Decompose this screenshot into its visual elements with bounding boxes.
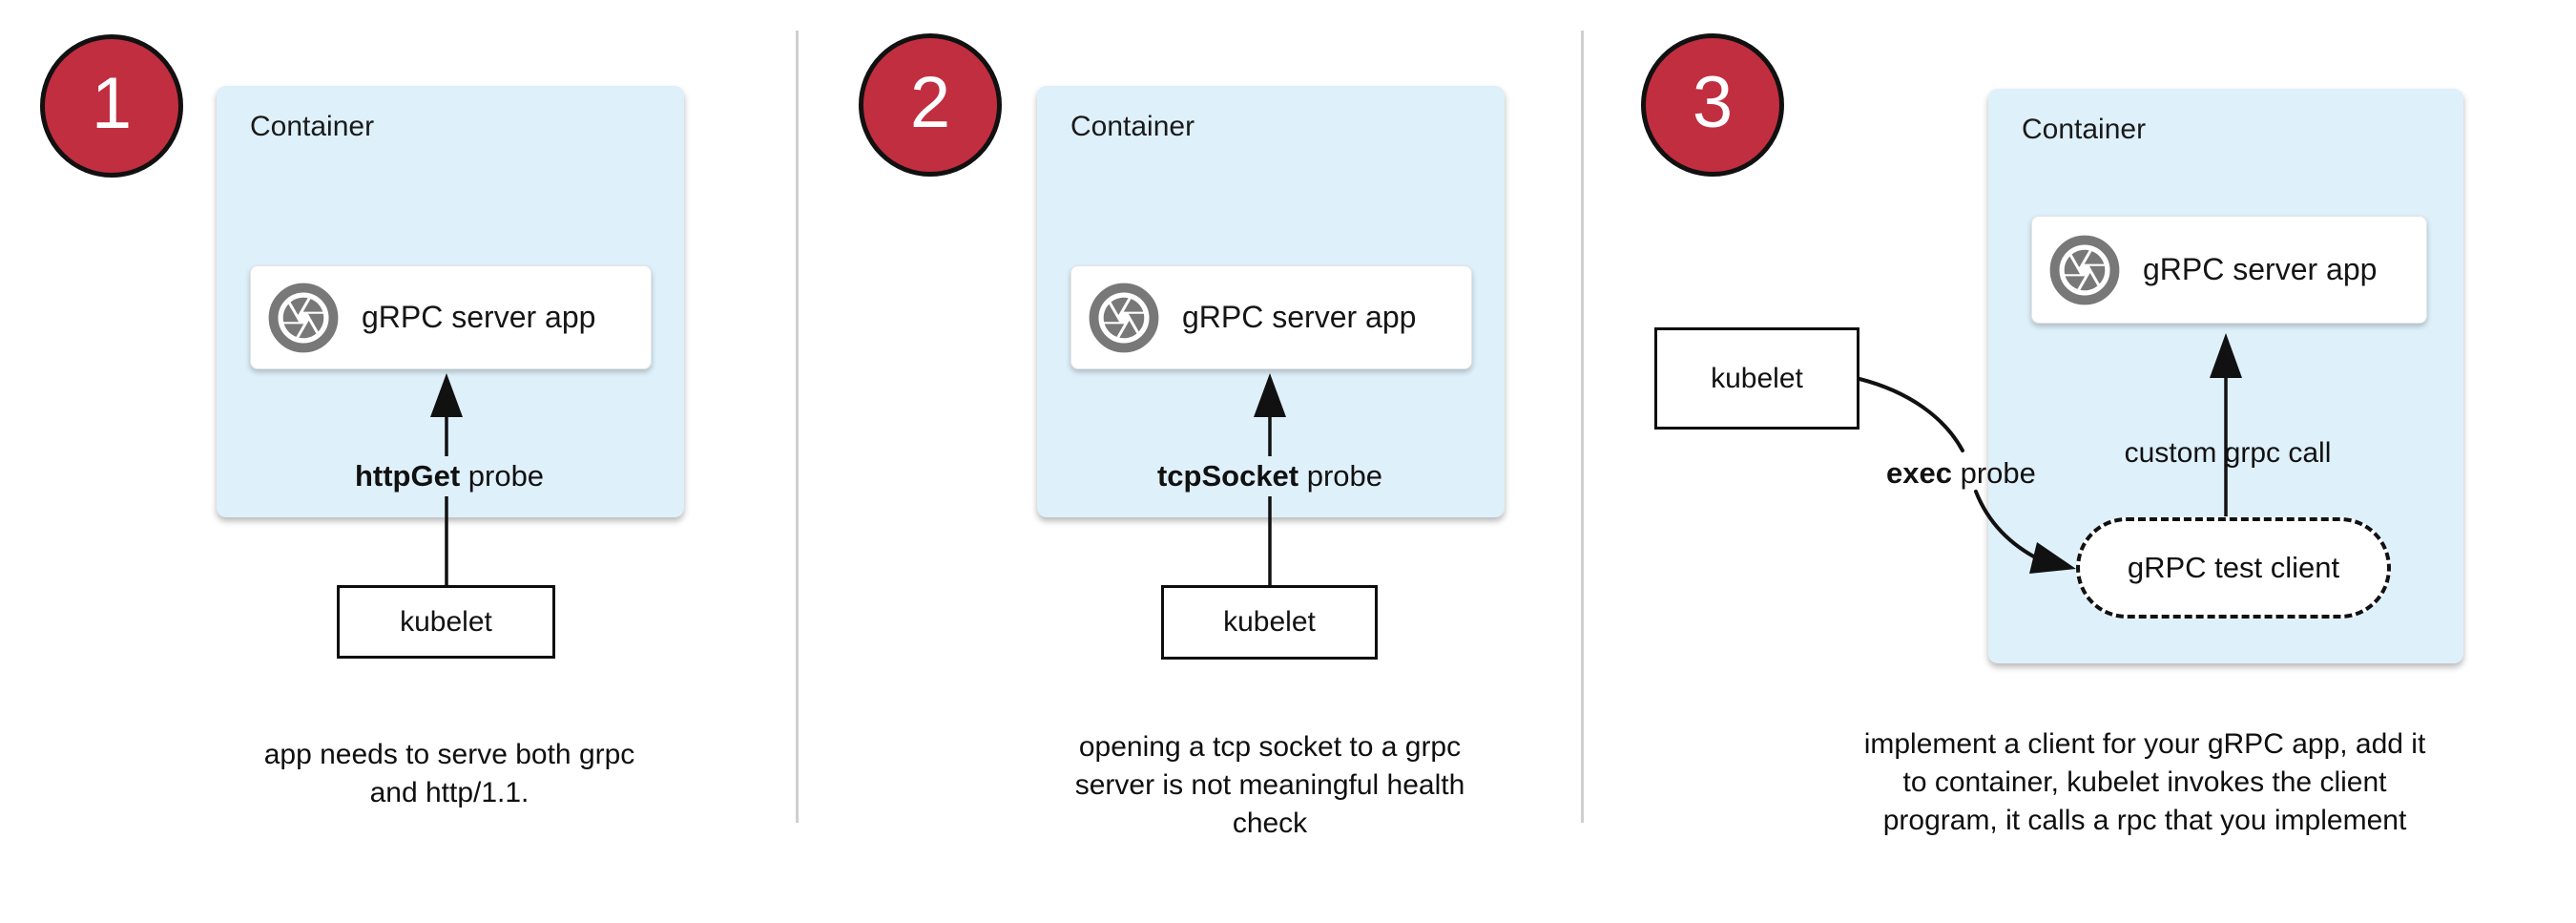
container-label: Container xyxy=(250,111,375,142)
caption-panel3: implement a client for your gRPC app, ad… xyxy=(1863,728,2426,836)
kubelet-label: kubelet xyxy=(1223,606,1316,638)
grpc-server-app-label: gRPC server app xyxy=(1182,300,1417,334)
step-number: 3 xyxy=(1692,62,1734,143)
httpget-probe-label: httpGet probe xyxy=(344,456,554,496)
aperture-icon xyxy=(268,283,339,352)
kubelet-box-panel2: kubelet xyxy=(1161,585,1378,660)
kubelet-box-panel1: kubelet xyxy=(337,585,555,659)
step-badge-2: 2 xyxy=(859,33,1002,177)
grpc-server-app-box-panel1: gRPC server app xyxy=(250,265,652,369)
grpc-server-app-label: gRPC server app xyxy=(362,300,596,334)
step-badge-3: 3 xyxy=(1641,33,1784,177)
custom-grpc-call-label: custom grpc call xyxy=(2124,437,2332,469)
aperture-icon xyxy=(2049,235,2120,304)
exec-probe-label: exec probe xyxy=(1886,456,2036,490)
grpc-test-client-label: gRPC test client xyxy=(2127,551,2340,584)
exec-probe-curve-upper xyxy=(1858,377,1964,452)
kubelet-label: kubelet xyxy=(400,605,492,638)
caption-panel2: opening a tcp socket to a grpc server is… xyxy=(1074,731,1465,839)
aperture-icon xyxy=(1089,283,1159,352)
container-label: Container xyxy=(1070,111,1195,142)
grpc-server-app-box-panel3: gRPC server app xyxy=(2031,216,2427,324)
grpc-server-app-label: gRPC server app xyxy=(2143,252,2378,286)
panel-divider-2 xyxy=(1581,31,1584,823)
step-badge-1: 1 xyxy=(40,34,183,178)
grpc-server-app-box-panel2: gRPC server app xyxy=(1070,265,1472,369)
container-label: Container xyxy=(2022,114,2147,145)
tcpsocket-probe-label: tcpSocket probe xyxy=(1147,456,1393,496)
caption-panel1: app needs to serve both grpc and http/1.… xyxy=(263,739,635,808)
step-number: 2 xyxy=(909,62,951,143)
grpc-test-client-box: gRPC test client xyxy=(2076,517,2391,619)
panel-divider-1 xyxy=(796,31,799,823)
step-number: 1 xyxy=(91,63,133,144)
kubelet-label: kubelet xyxy=(1711,362,1803,394)
kubelet-box-panel3: kubelet xyxy=(1654,327,1859,430)
